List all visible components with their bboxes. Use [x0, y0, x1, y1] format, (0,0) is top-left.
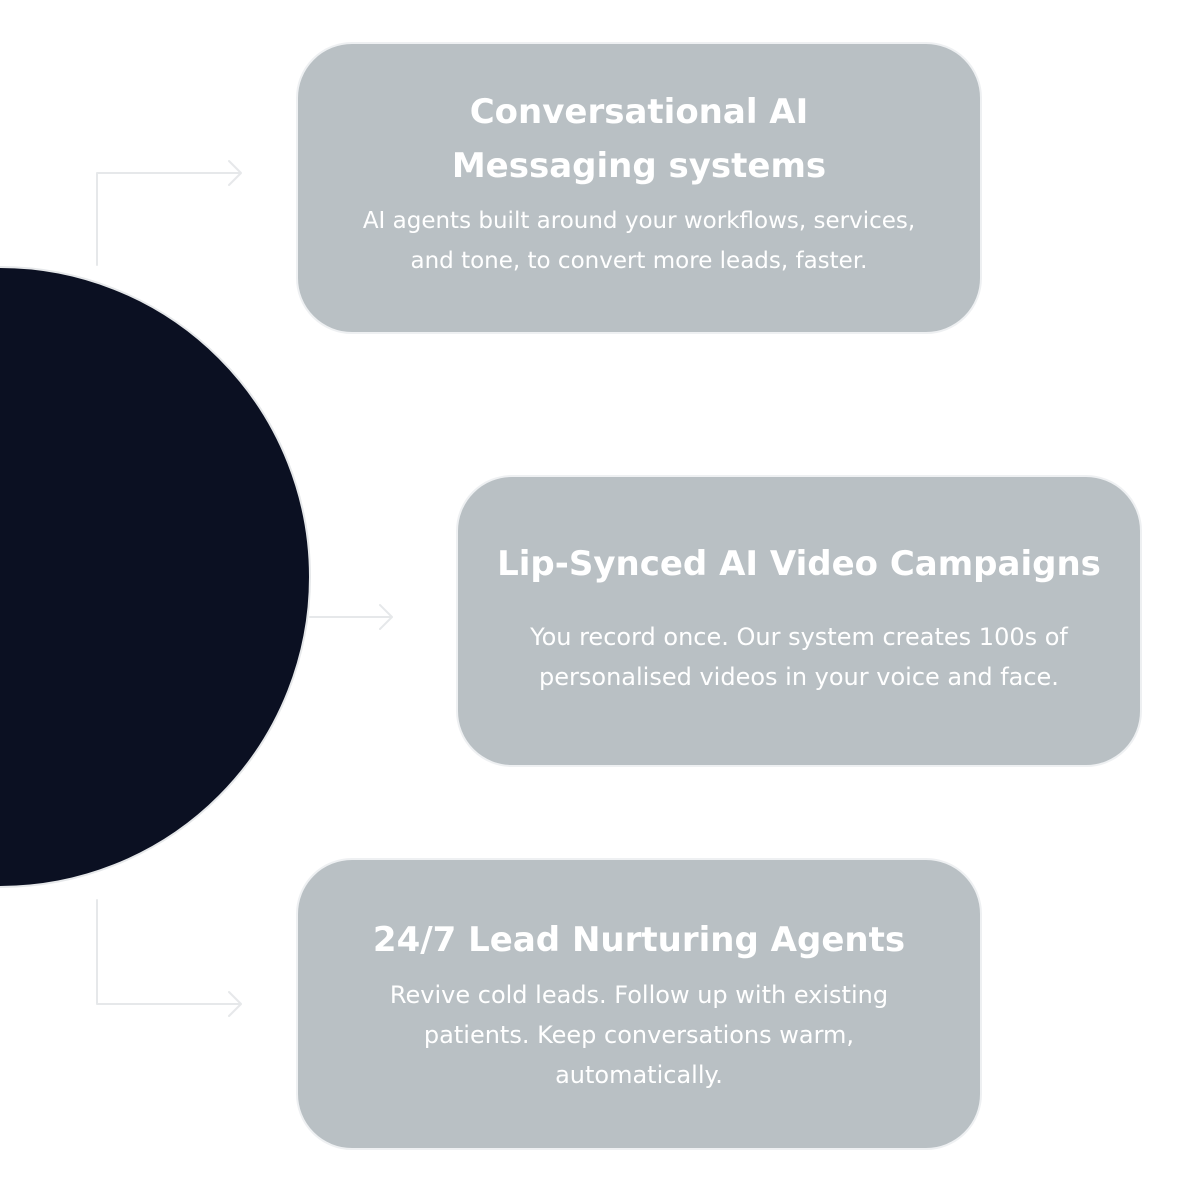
card-title: Conversational AI Messaging systems [451, 92, 827, 186]
connector-middle [309, 604, 393, 630]
card-conversational-ai: Conversational AI Messaging systems AI a… [296, 42, 982, 334]
hub-circle [0, 266, 311, 888]
connector-top-line [96, 172, 241, 266]
connector-bottom [96, 899, 242, 1017]
connector-bottom-line [96, 899, 241, 1005]
connector-middle-arrowhead [379, 604, 393, 630]
card-title: 24/7 Lead Nurturing Agents [372, 920, 906, 960]
connector-top [96, 160, 242, 266]
card-lip-synced-video: Lip-Synced AI Video Campaigns You record… [456, 475, 1142, 767]
card-lead-nurturing: 24/7 Lead Nurturing Agents Revive cold l… [296, 858, 982, 1150]
card-description: Revive cold leads. Follow up with existi… [389, 981, 889, 1089]
connector-top-arrowhead [228, 160, 242, 186]
card-description: You record once. Our system creates 100s… [530, 623, 1068, 691]
connector-bottom-arrowhead [228, 991, 242, 1017]
card-description: AI agents built around your workflows, s… [362, 208, 916, 274]
card-title: Lip-Synced AI Video Campaigns [497, 544, 1101, 584]
